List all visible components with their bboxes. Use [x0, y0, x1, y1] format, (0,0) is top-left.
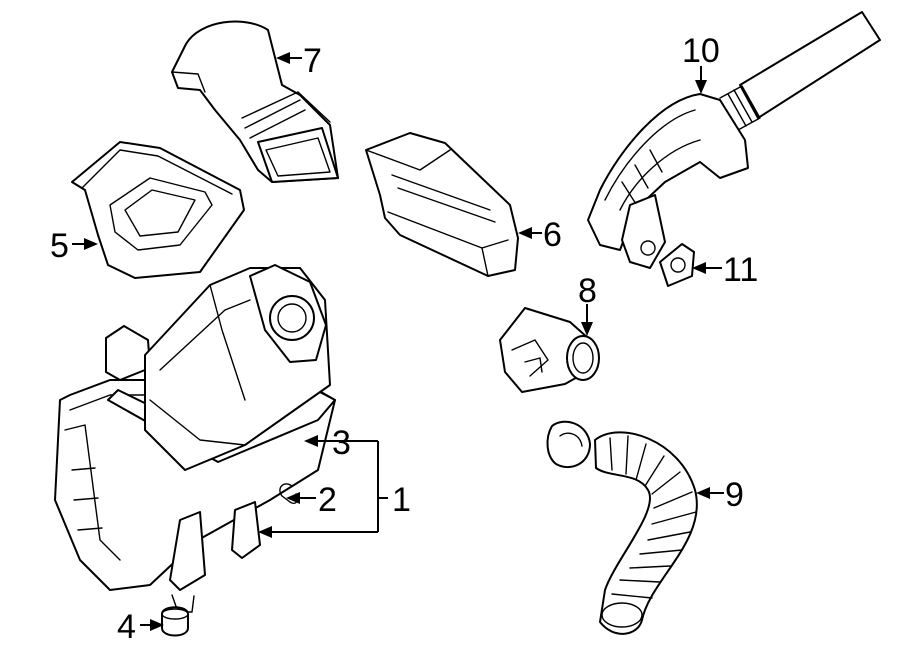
callout-9: 9 [725, 476, 744, 514]
callout-1: 1 [392, 481, 411, 519]
callout-4: 4 [117, 608, 136, 646]
callout-8: 8 [578, 272, 597, 310]
callout-10: 10 [682, 32, 720, 70]
callout-5: 5 [50, 227, 69, 265]
grommet-part [161, 606, 189, 637]
callout-6: 6 [543, 216, 562, 254]
air-duct-part [171, 20, 339, 183]
callout-leaders [72, 52, 724, 631]
inlet-duct-part [365, 132, 519, 277]
bracket-part [659, 243, 695, 287]
mass-air-flow-sensor-part [499, 307, 600, 393]
callout-2: 2 [318, 481, 337, 519]
outlet-hose-part [546, 420, 698, 635]
callout-11: 11 [723, 251, 758, 289]
breather-hose-part [587, 11, 881, 269]
callout-7: 7 [303, 42, 322, 80]
callout-3: 3 [332, 424, 351, 462]
callout-numbers: 7 5 6 10 11 8 9 3 2 1 4 [50, 32, 758, 646]
shield-part [71, 141, 245, 279]
air-cleaner-assembly-part [54, 264, 336, 613]
